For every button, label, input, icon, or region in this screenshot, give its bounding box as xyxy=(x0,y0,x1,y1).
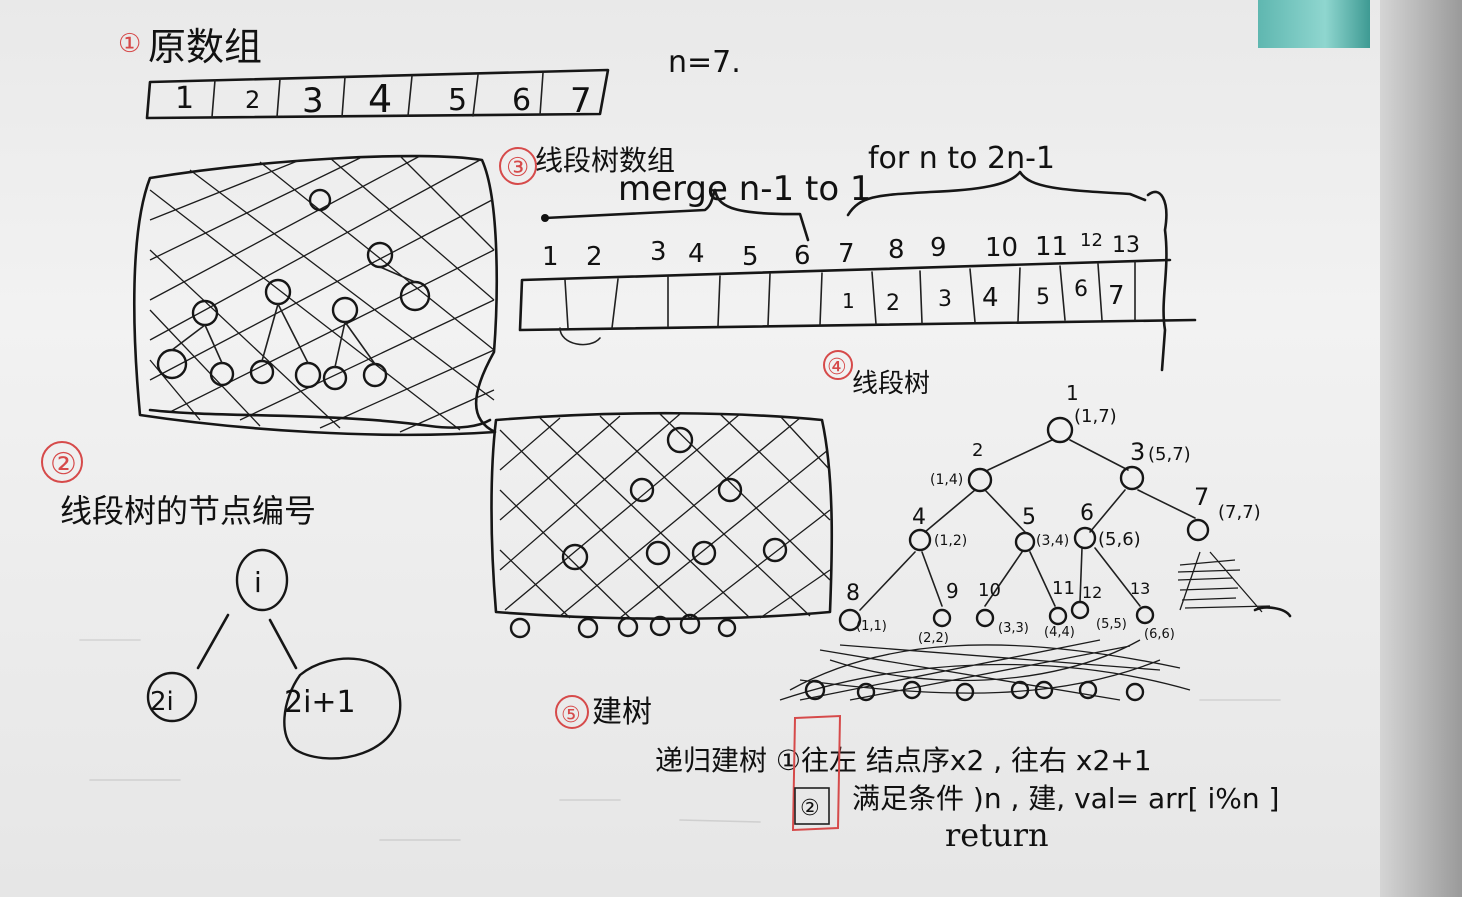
original-array: 1 2 3 4 5 6 7 xyxy=(145,68,610,121)
segment-tree-edges xyxy=(859,439,1196,611)
tree-node-id: 9 xyxy=(946,579,959,603)
array-index: 2 xyxy=(586,242,603,272)
tree-node-id: 10 xyxy=(978,580,1001,601)
node-root-label: i xyxy=(254,566,262,599)
paper-edge-shadow xyxy=(1380,0,1462,897)
bleed-through xyxy=(79,639,1281,841)
tree-node-range: (5,7) xyxy=(1148,444,1191,465)
tree-node-id: 4 xyxy=(912,505,926,530)
segment-tree-labels: 1 (1,7) 2 (1,4) 3 (5,7) 4 (1,2) 5 (3,4) … xyxy=(846,381,1261,646)
tree-node-id: 3 xyxy=(1130,438,1145,466)
tree-node-range: (5,5) xyxy=(1096,617,1127,632)
section-5-title: 建树 xyxy=(592,695,652,730)
array-cell: 4 xyxy=(368,77,392,121)
array-cell: 7 xyxy=(570,81,592,121)
segment-tree-nodes xyxy=(838,416,1210,632)
tree-node-range: (3,4) xyxy=(1036,533,1069,549)
section-3-marker: ③ xyxy=(506,153,529,183)
array-index: 6 xyxy=(794,241,811,271)
array-index: 8 xyxy=(888,235,905,265)
tree-node-range: (5,6) xyxy=(1098,529,1141,550)
array-value: 6 xyxy=(1074,277,1088,302)
section-4-marker: ④ xyxy=(827,355,847,380)
array-index: 10 xyxy=(985,233,1018,263)
tree-node-range: (1,1) xyxy=(856,619,887,634)
array-index: 11 xyxy=(1035,232,1068,262)
node-left-label: 2i xyxy=(150,687,174,717)
tree-node-id: 11 xyxy=(1052,578,1075,599)
tree-node-id: 13 xyxy=(1130,579,1150,598)
array-value: 2 xyxy=(886,291,900,316)
section-3-title: 线段树数组 xyxy=(535,144,675,177)
array-cell: 5 xyxy=(448,83,467,118)
tree-node-range: (2,2) xyxy=(918,631,949,646)
section-2-title: 线段树的节点编号 xyxy=(60,492,316,530)
tree-node-id: 7 xyxy=(1194,483,1209,511)
array-index: 3 xyxy=(650,237,667,267)
scribbled-tree-middle xyxy=(490,411,834,639)
array-value: 1 xyxy=(842,289,855,313)
build-return: return xyxy=(945,816,1049,854)
for-label: for n to 2n-1 xyxy=(868,141,1055,176)
build-step-2-marker: ② xyxy=(800,796,820,821)
section-3: ③ 线段树数组 merge n-1 to 1 for n to 2n-1 1 2… xyxy=(499,141,1197,372)
merge-label: merge n-1 to 1 xyxy=(618,169,872,209)
tree-node-id: 8 xyxy=(846,581,860,606)
array-cell: 6 xyxy=(512,83,531,118)
array-index: 12 xyxy=(1080,230,1103,251)
tree-node-range: (6,6) xyxy=(1144,627,1175,642)
node-right-label: 2i+1 xyxy=(284,685,356,720)
tape-strip xyxy=(1258,0,1370,48)
array-index: 7 xyxy=(838,239,855,269)
tree-node-id: 5 xyxy=(1022,505,1036,530)
array-index: 1 xyxy=(542,242,559,272)
section-2-marker: ② xyxy=(50,447,77,482)
segment-array-indices: 1 2 3 4 5 6 7 8 9 10 11 12 13 xyxy=(542,230,1140,272)
build-step-1: 递归建树 ①往左 结点序x2 , 往右 x2+1 xyxy=(655,744,1152,777)
tree-node-range: (3,3) xyxy=(998,621,1029,636)
section-1-marker: ① xyxy=(118,29,141,59)
section-5: ⑤ 建树 递归建树 ①往左 结点序x2 , 往右 x2+1 ② 满足条件 )n … xyxy=(555,695,1279,854)
tree-node-range: (7,7) xyxy=(1218,502,1261,523)
tree-node-id: 2 xyxy=(972,440,983,461)
array-index: 9 xyxy=(930,233,947,263)
tree-node-range: (1,4) xyxy=(930,472,963,488)
scribbled-tree-left xyxy=(132,154,498,437)
array-value: 7 xyxy=(1108,281,1125,311)
array-index: 13 xyxy=(1112,233,1140,258)
array-index: 5 xyxy=(742,242,759,272)
segment-array: 1 2 3 4 5 6 7 xyxy=(518,190,1197,372)
array-value: 3 xyxy=(938,287,952,312)
n-label: n=7. xyxy=(668,45,741,80)
section-4-title: 线段树 xyxy=(852,369,930,399)
build-step-2: 满足条件 )n , 建, val= arr[ i%n ] xyxy=(852,782,1279,815)
tree-node-range: (4,4) xyxy=(1044,625,1075,640)
section-4: ④ 线段树 1 xyxy=(779,350,1292,702)
tree-node-range: (1,2) xyxy=(934,533,967,549)
tree-node-id: 12 xyxy=(1082,583,1102,602)
array-value: 4 xyxy=(982,283,999,313)
tree-node-id: 6 xyxy=(1080,501,1094,526)
tree-node-id: 1 xyxy=(1066,381,1079,405)
section-2: ② 线段树的节点编号 i 2i 2i+1 xyxy=(41,441,402,760)
array-cell: 1 xyxy=(175,81,194,116)
section-5-marker: ⑤ xyxy=(561,703,581,728)
tree-node-range: (1,7) xyxy=(1074,406,1117,427)
array-index: 4 xyxy=(688,239,705,269)
section-1: ① 原数组 n=7. 1 2 3 4 5 6 7 xyxy=(118,25,741,121)
array-cell: 3 xyxy=(302,81,324,121)
array-cell: 2 xyxy=(245,86,260,114)
section-1-title: 原数组 xyxy=(148,25,262,69)
array-value: 5 xyxy=(1036,285,1050,310)
